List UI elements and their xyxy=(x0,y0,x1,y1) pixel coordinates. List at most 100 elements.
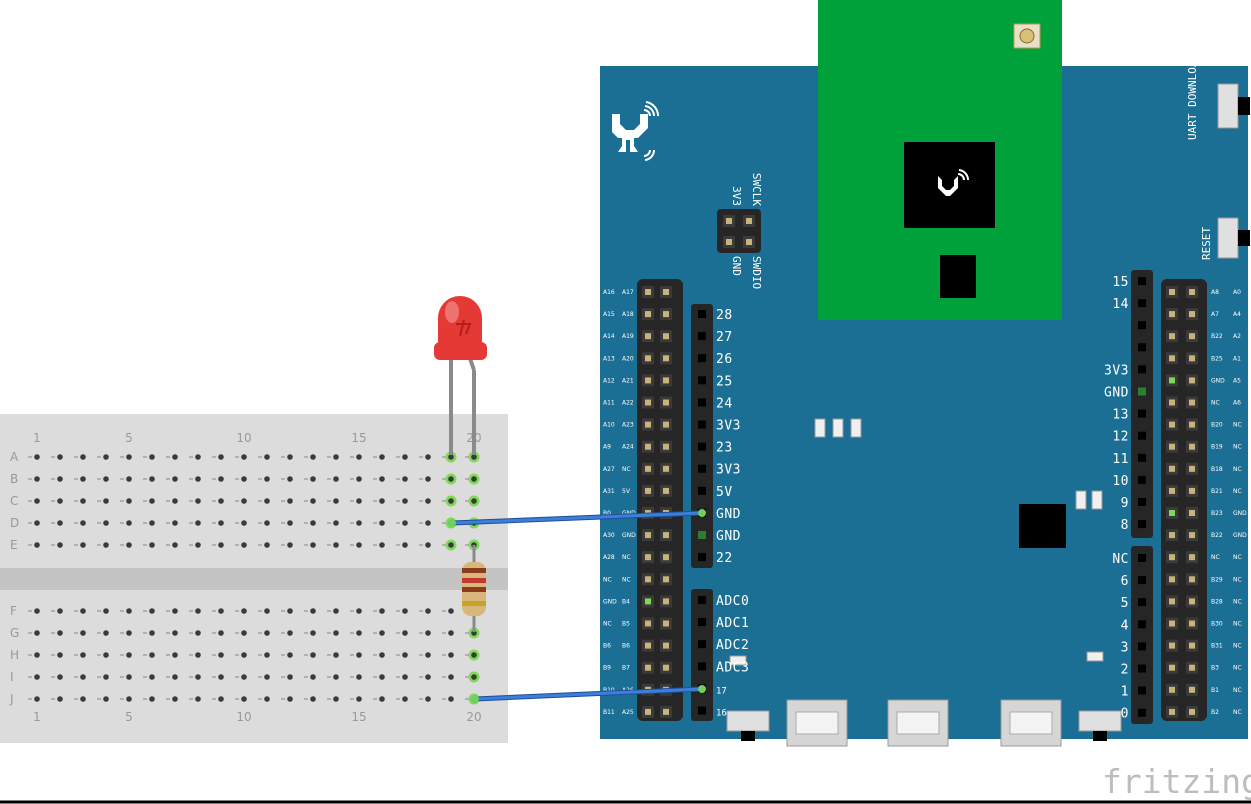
header-pin[interactable] xyxy=(1169,311,1175,318)
breadboard-hole[interactable] xyxy=(149,674,155,680)
breadboard-hole[interactable] xyxy=(241,608,247,614)
breadboard-hole[interactable] xyxy=(448,476,454,482)
breadboard-hole[interactable] xyxy=(195,520,201,526)
header-pin[interactable] xyxy=(1169,421,1175,428)
breadboard-hole[interactable] xyxy=(333,542,339,548)
breadboard-hole[interactable] xyxy=(34,454,40,460)
breadboard-hole[interactable] xyxy=(149,498,155,504)
breadboard-hole[interactable] xyxy=(195,652,201,658)
breadboard-hole[interactable] xyxy=(172,674,178,680)
breadboard-hole[interactable] xyxy=(149,696,155,702)
breadboard-hole[interactable] xyxy=(34,696,40,702)
header-pin[interactable] xyxy=(1169,289,1175,295)
breadboard-hole[interactable] xyxy=(402,542,408,548)
breadboard-hole[interactable] xyxy=(333,696,339,702)
breadboard-hole[interactable] xyxy=(57,454,63,460)
header-pin[interactable] xyxy=(1169,620,1175,627)
resistor[interactable] xyxy=(462,545,486,632)
breadboard-hole[interactable] xyxy=(126,520,132,526)
breadboard-hole[interactable] xyxy=(356,608,362,614)
breadboard-hole[interactable] xyxy=(402,498,408,504)
header-pin[interactable] xyxy=(663,487,669,494)
header-pin[interactable] xyxy=(645,487,651,494)
breadboard-hole[interactable] xyxy=(34,476,40,482)
breadboard-hole[interactable] xyxy=(172,630,178,636)
header-pin[interactable] xyxy=(663,333,669,340)
header-pin[interactable] xyxy=(1169,510,1175,516)
header-pin[interactable] xyxy=(1189,311,1195,318)
header-pin[interactable] xyxy=(663,311,669,318)
breadboard-hole[interactable] xyxy=(218,696,224,702)
breadboard-hole[interactable] xyxy=(126,454,132,460)
header-pin[interactable] xyxy=(1138,520,1146,529)
header-pin[interactable] xyxy=(663,576,669,583)
breadboard-hole[interactable] xyxy=(287,696,293,702)
header-pin[interactable] xyxy=(1169,443,1175,450)
header-pin[interactable] xyxy=(1189,465,1195,472)
breadboard-hole[interactable] xyxy=(310,498,316,504)
breadboard-hole[interactable] xyxy=(356,542,362,548)
breadboard-hole[interactable] xyxy=(425,630,431,636)
header-pin[interactable] xyxy=(1169,532,1175,539)
header-pin[interactable] xyxy=(645,333,651,340)
header-pin[interactable] xyxy=(1189,487,1195,494)
breadboard-hole[interactable] xyxy=(471,674,477,680)
wire-signal[interactable] xyxy=(473,687,704,701)
header-pin[interactable] xyxy=(1189,664,1195,671)
breadboard-hole[interactable] xyxy=(402,520,408,526)
breadboard-hole[interactable] xyxy=(172,520,178,526)
header-pin[interactable] xyxy=(645,421,651,428)
breadboard-hole[interactable] xyxy=(402,608,408,614)
header-pin[interactable] xyxy=(698,310,706,318)
breadboard-hole[interactable] xyxy=(471,454,477,460)
breadboard-hole[interactable] xyxy=(149,630,155,636)
breadboard-hole[interactable] xyxy=(57,608,63,614)
breadboard-hole[interactable] xyxy=(333,476,339,482)
breadboard-hole[interactable] xyxy=(80,608,86,614)
breadboard-hole[interactable] xyxy=(264,652,270,658)
breadboard-hole[interactable] xyxy=(333,630,339,636)
header-pin[interactable] xyxy=(698,420,706,429)
breadboard-hole[interactable] xyxy=(195,608,201,614)
breadboard-hole[interactable] xyxy=(149,476,155,482)
breadboard-hole[interactable] xyxy=(34,542,40,548)
header-pin[interactable] xyxy=(1138,686,1146,695)
breadboard-hole[interactable] xyxy=(448,696,454,702)
breadboard-hole[interactable] xyxy=(149,542,155,548)
breadboard-hole[interactable] xyxy=(149,520,155,526)
header-pin[interactable] xyxy=(1189,554,1195,561)
header-pin[interactable] xyxy=(1169,465,1175,472)
breadboard-hole[interactable] xyxy=(287,454,293,460)
breadboard-hole[interactable] xyxy=(241,454,247,460)
header-pin[interactable] xyxy=(698,553,706,562)
breadboard-hole[interactable] xyxy=(103,652,109,658)
breadboard-hole[interactable] xyxy=(57,498,63,504)
breadboard-hole[interactable] xyxy=(287,630,293,636)
header-pin[interactable] xyxy=(1169,642,1175,649)
breadboard-hole[interactable] xyxy=(264,542,270,548)
breadboard-hole[interactable] xyxy=(402,476,408,482)
breadboard-hole[interactable] xyxy=(195,476,201,482)
header-pin[interactable] xyxy=(1169,355,1175,362)
header-pin[interactable] xyxy=(1138,576,1146,585)
header-pin[interactable] xyxy=(645,664,651,671)
breadboard-hole[interactable] xyxy=(356,696,362,702)
breadboard-hole[interactable] xyxy=(241,630,247,636)
breadboard-hole[interactable] xyxy=(103,674,109,680)
breadboard-hole[interactable] xyxy=(126,696,132,702)
header-pin[interactable] xyxy=(698,706,706,715)
header-pin[interactable] xyxy=(1189,333,1195,340)
breadboard-hole[interactable] xyxy=(103,608,109,614)
wire-gnd[interactable] xyxy=(450,511,704,525)
breadboard-hole[interactable] xyxy=(333,652,339,658)
header-pin[interactable] xyxy=(698,662,706,671)
breadboard-hole[interactable] xyxy=(34,652,40,658)
breadboard-hole[interactable] xyxy=(356,674,362,680)
breadboard-hole[interactable] xyxy=(218,498,224,504)
breadboard-hole[interactable] xyxy=(80,696,86,702)
breadboard-hole[interactable] xyxy=(149,454,155,460)
header-pin[interactable] xyxy=(645,642,651,649)
breadboard-hole[interactable] xyxy=(195,454,201,460)
breadboard-hole[interactable] xyxy=(218,652,224,658)
header-pin[interactable] xyxy=(698,531,706,539)
